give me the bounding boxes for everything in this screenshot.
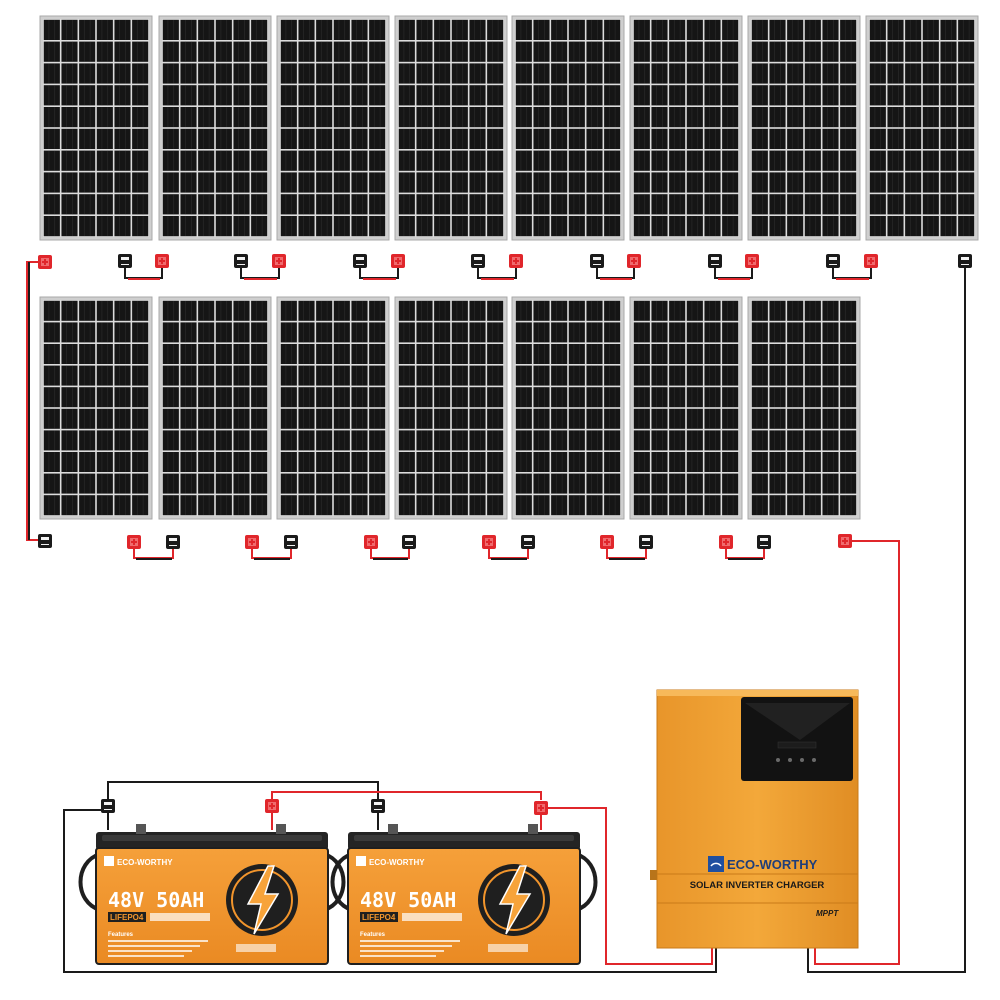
solar-panel bbox=[394, 15, 508, 241]
negative-connector-icon bbox=[639, 535, 653, 549]
inverter-button-icon bbox=[788, 758, 792, 762]
battery-features-title: Features bbox=[108, 932, 134, 938]
negative-connector-icon bbox=[958, 254, 972, 268]
bottom-row-jumpers bbox=[133, 543, 765, 560]
inverter-brand: ECO-WORTHY bbox=[727, 857, 818, 872]
positive-connector-icon bbox=[127, 535, 141, 549]
negative-connector-icon bbox=[38, 534, 52, 548]
inverter-label: SOLAR INVERTER CHARGER bbox=[690, 880, 825, 891]
solar-panel bbox=[747, 15, 861, 241]
solar-panel-row-bottom bbox=[39, 296, 861, 520]
negative-connector-icon bbox=[708, 254, 722, 268]
positive-connector-icon bbox=[509, 254, 523, 268]
solar-panel bbox=[865, 15, 979, 241]
negative-connector-icon bbox=[101, 799, 115, 813]
inverter-button-icon bbox=[812, 758, 816, 762]
negative-connector-icon bbox=[118, 254, 132, 268]
mppt-label: MPPT bbox=[816, 909, 839, 918]
positive-connector-icon bbox=[391, 254, 405, 268]
negative-connector-icon bbox=[590, 254, 604, 268]
negative-connector-icon bbox=[353, 254, 367, 268]
array-negative-wire bbox=[807, 266, 966, 973]
array-positive-wire bbox=[814, 540, 900, 965]
solar-panel bbox=[158, 15, 272, 241]
battery-chemistry: LIFEPO4 bbox=[110, 913, 144, 922]
negative-connector-icon bbox=[471, 254, 485, 268]
wiring bbox=[26, 261, 966, 973]
negative-connector-icon bbox=[826, 254, 840, 268]
negative-connector-icon bbox=[402, 535, 416, 549]
lightning-bolt-icon bbox=[246, 865, 280, 935]
positive-connector-icon bbox=[838, 534, 852, 548]
battery-logo-icon bbox=[356, 856, 366, 866]
solar-panel bbox=[747, 296, 861, 520]
inverter-button-icon bbox=[776, 758, 780, 762]
row-link-wire bbox=[26, 261, 45, 541]
positive-connector-icon bbox=[155, 254, 169, 268]
positive-connector-icon bbox=[534, 801, 548, 815]
positive-connector-icon bbox=[245, 535, 259, 549]
solar-panel bbox=[276, 15, 390, 241]
positive-connector-icon bbox=[364, 535, 378, 549]
solar-panel bbox=[394, 296, 508, 520]
battery-rating: 48V 50AH bbox=[360, 888, 456, 912]
solar-panel bbox=[629, 15, 743, 241]
solar-panel bbox=[39, 296, 153, 520]
positive-connector-icon bbox=[719, 535, 733, 549]
inverter-button-icon bbox=[800, 758, 804, 762]
top-row-jumpers bbox=[124, 261, 872, 280]
battery-logo-icon bbox=[104, 856, 114, 866]
solar-panel bbox=[39, 15, 153, 241]
negative-connector-icon bbox=[371, 799, 385, 813]
battery-handle-icon bbox=[78, 852, 101, 912]
battery-rating: 48V 50AH bbox=[108, 888, 204, 912]
solar-panel bbox=[158, 296, 272, 520]
battery-brand: ECO-WORTHY bbox=[369, 858, 425, 867]
positive-connector-icon bbox=[600, 535, 614, 549]
inverter-charger: ECO-WORTHY SOLAR INVERTER CHARGER MPPT bbox=[650, 689, 859, 949]
lightning-bolt-icon bbox=[498, 865, 532, 935]
solar-panel bbox=[629, 296, 743, 520]
positive-connector-icon bbox=[864, 254, 878, 268]
negative-connector-icon bbox=[234, 254, 248, 268]
positive-connector-icon bbox=[272, 254, 286, 268]
solar-panel bbox=[511, 296, 625, 520]
battery-handle-icon bbox=[575, 852, 598, 912]
battery-features-title: Features bbox=[360, 932, 386, 938]
positive-connector-icon bbox=[745, 254, 759, 268]
positive-connector-icon bbox=[265, 799, 279, 813]
battery-brand: ECO-WORTHY bbox=[117, 858, 173, 867]
solar-panel bbox=[276, 296, 390, 520]
solar-panel bbox=[511, 15, 625, 241]
solar-panel-row-top bbox=[39, 15, 979, 241]
battery-handle-icon bbox=[323, 852, 346, 912]
battery-chemistry: LIFEPO4 bbox=[362, 913, 396, 922]
negative-connector-icon bbox=[757, 535, 771, 549]
connectors bbox=[38, 254, 972, 815]
battery-positive-main-wire bbox=[271, 791, 542, 800]
negative-connector-icon bbox=[521, 535, 535, 549]
positive-connector-icon bbox=[482, 535, 496, 549]
negative-connector-icon bbox=[284, 535, 298, 549]
positive-connector-icon bbox=[627, 254, 641, 268]
positive-connector-icon bbox=[38, 255, 52, 269]
negative-connector-icon bbox=[166, 535, 180, 549]
battery-handle-icon bbox=[330, 852, 353, 912]
